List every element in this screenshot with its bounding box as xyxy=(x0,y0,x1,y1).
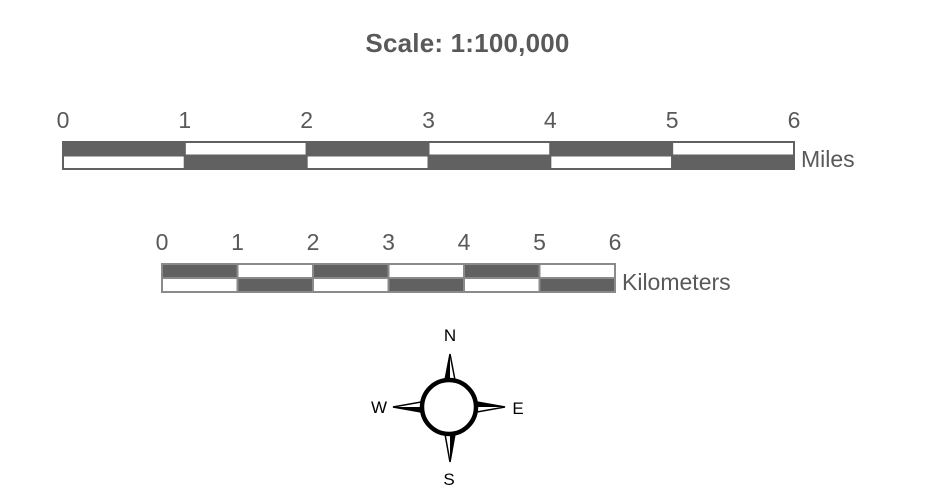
miles-bar-segment-top xyxy=(427,141,552,157)
miles-unit-label: Miles xyxy=(801,146,855,172)
miles-bar-segment-top xyxy=(671,141,796,157)
kilometers-tick-label: 4 xyxy=(458,229,471,255)
compass-ring xyxy=(419,377,479,437)
kilometers-bar-segment-top xyxy=(161,263,239,279)
kilometers-tick-label: 2 xyxy=(307,229,320,255)
miles-bar-segment-bottom xyxy=(427,154,552,170)
kilometers-bar-segment-bottom xyxy=(463,277,541,293)
kilometers-tick-label: 1 xyxy=(231,229,244,255)
miles-bar-segment-top xyxy=(549,141,674,157)
kilometers-tick-label: 5 xyxy=(533,229,546,255)
miles-bar-segment-bottom xyxy=(305,154,430,170)
compass-south-point-half xyxy=(450,434,455,462)
kilometers-bar-segment-bottom xyxy=(161,277,239,293)
compass-east-point-half xyxy=(477,402,505,407)
miles-tick-label: 0 xyxy=(57,107,70,133)
kilometers-bar-segment-top xyxy=(387,263,465,279)
miles-tick-label: 3 xyxy=(422,107,435,133)
compass-west-label: W xyxy=(371,398,387,417)
kilometers-tick-label: 6 xyxy=(609,229,622,255)
kilometers-unit-label: Kilometers xyxy=(622,269,731,295)
kilometers-bar-segment-bottom xyxy=(387,277,465,293)
miles-bar-segment-top xyxy=(183,141,308,157)
kilometers-tick-label: 3 xyxy=(382,229,395,255)
compass-east-label: E xyxy=(512,399,523,418)
kilometers-bar-segment-top xyxy=(538,263,616,279)
kilometers-bar-segment-bottom xyxy=(236,277,314,293)
miles-tick-label: 6 xyxy=(788,107,801,133)
miles-tick-label: 5 xyxy=(666,107,679,133)
kilometers-bar-segment-top xyxy=(236,263,314,279)
miles-bar-segment-bottom xyxy=(62,154,186,170)
kilometers-bar-frame xyxy=(161,263,616,293)
compass-north-point-half xyxy=(445,354,450,380)
compass-south-label: S xyxy=(443,470,454,489)
miles-tick-label: 4 xyxy=(544,107,557,133)
kilometers-bar-segment-bottom xyxy=(312,277,390,293)
scale-title: Scale: 1:100,000 xyxy=(365,28,570,58)
compass-north-label: N xyxy=(444,326,456,345)
miles-tick-label: 1 xyxy=(178,107,191,133)
north-arrow-compass: N S W E xyxy=(371,326,524,489)
kilometers-bar-segment-top xyxy=(463,263,541,279)
compass-west-point-half xyxy=(393,407,421,412)
kilometers-bar-segment-bottom xyxy=(538,277,616,293)
miles-tick-label: 2 xyxy=(300,107,313,133)
miles-bar-frame xyxy=(62,141,795,170)
miles-bar-segment-bottom xyxy=(183,154,308,170)
miles-bar-segment-bottom xyxy=(671,154,796,170)
miles-bar-segment-top xyxy=(305,141,430,157)
kilometers-tick-label: 0 xyxy=(156,229,169,255)
miles-bar-segment-top xyxy=(62,141,186,157)
miles-bar-segment-bottom xyxy=(549,154,674,170)
kilometers-bar-segment-top xyxy=(312,263,390,279)
